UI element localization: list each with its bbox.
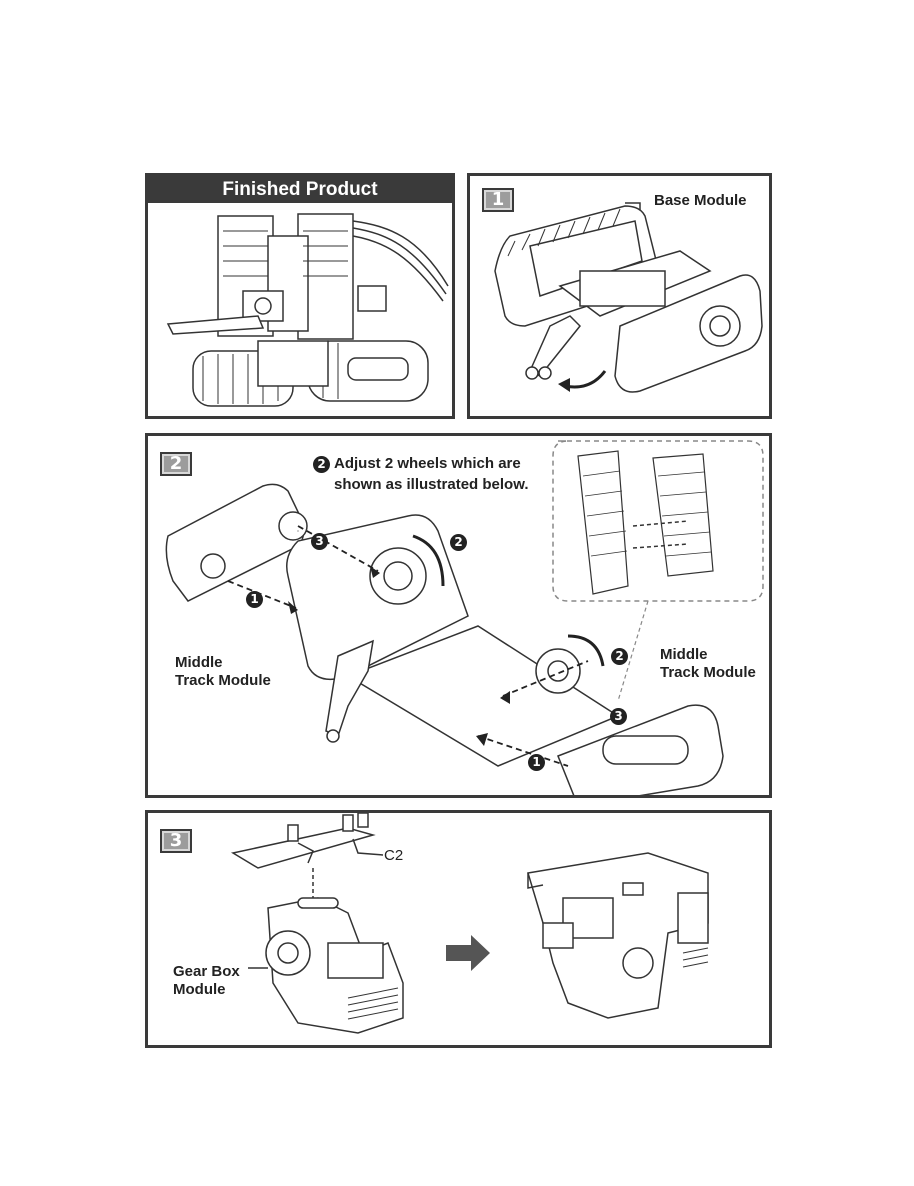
curved-arrow-icon xyxy=(567,634,605,667)
callout-3-left: 3 xyxy=(311,533,328,550)
callout-2-right: 2 xyxy=(611,648,628,665)
middle-track-left-line2: Track Module xyxy=(175,672,271,689)
finished-product-title: Finished Product xyxy=(148,176,452,203)
curved-arrow-icon xyxy=(564,370,607,389)
step-1-badge: 1 xyxy=(482,188,514,212)
step-3-panel: 3 C2 Gear Box Module xyxy=(145,810,772,1048)
finished-product-panel: Finished Product xyxy=(145,173,455,419)
step-2-illustration xyxy=(165,440,764,795)
adjust-note-line1: Adjust 2 wheels which are xyxy=(334,455,521,472)
curved-arrow-icon xyxy=(412,534,445,587)
step-3-badge: 3 xyxy=(160,829,192,853)
callout-3-right: 3 xyxy=(610,708,627,725)
gearbox-label-line1: Gear Box xyxy=(173,963,240,980)
step-2-panel: 2 2 Adjust 2 wheels which are shown as i… xyxy=(145,433,772,798)
step-2-badge: 2 xyxy=(160,452,192,476)
callout-2-left: 2 xyxy=(450,534,467,551)
part-c2-label: C2 xyxy=(384,847,404,864)
note-number-badge: 2 xyxy=(313,456,330,473)
middle-track-left-line1: Middle xyxy=(175,654,223,671)
arrow-right-icon xyxy=(446,935,490,971)
gearbox-label-line2: Module xyxy=(173,981,226,998)
step-1-panel: 1 Base Module xyxy=(467,173,772,419)
base-module-illustration xyxy=(494,202,763,393)
middle-track-right-line1: Middle xyxy=(660,646,708,663)
adjust-note-line2: shown as illustrated below. xyxy=(334,476,529,493)
finished-robot-illustration xyxy=(166,213,449,407)
callout-1-right: 1 xyxy=(528,754,545,771)
base-module-label: Base Module xyxy=(654,192,747,209)
callout-1-left: 1 xyxy=(246,591,263,608)
step-3-illustration xyxy=(230,813,709,1034)
middle-track-right-line2: Track Module xyxy=(660,664,756,681)
